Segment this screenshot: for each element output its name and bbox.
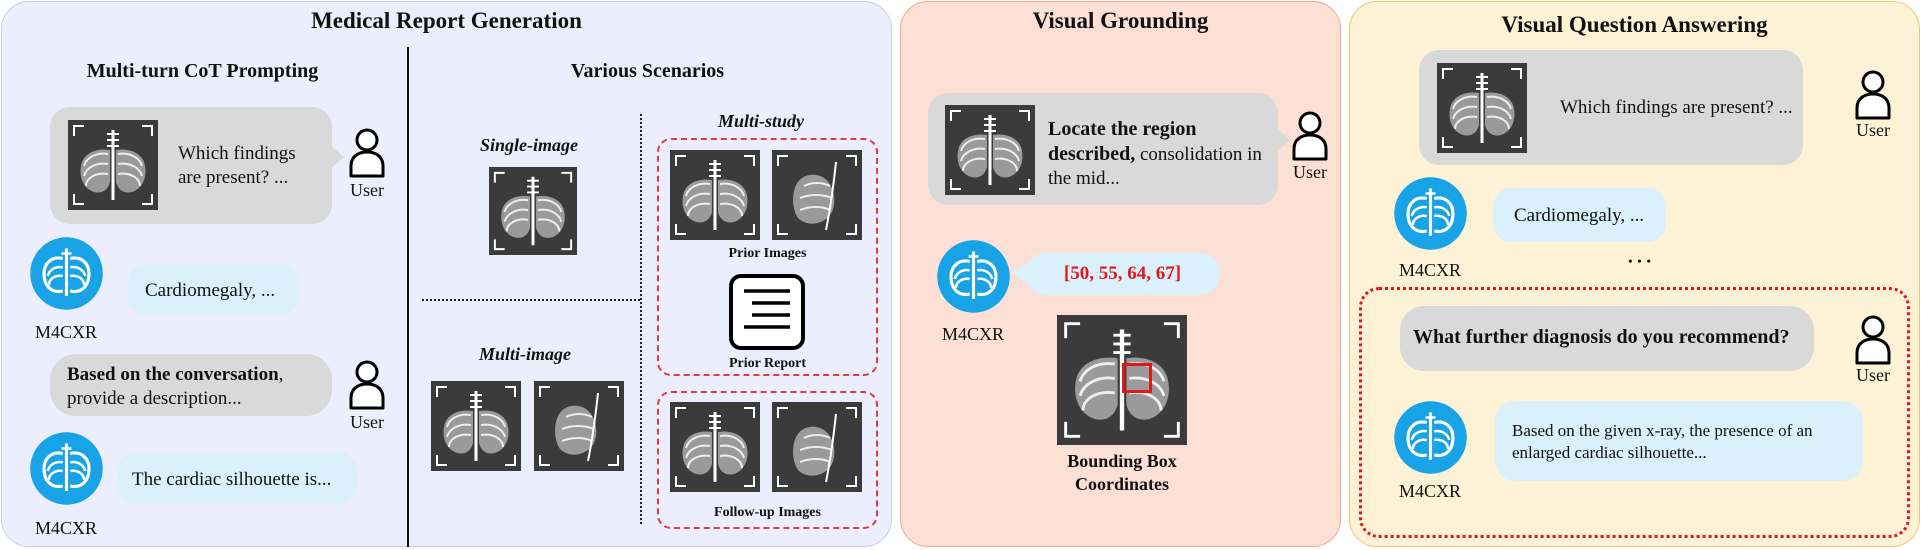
model-answer-text: Cardiomegaly, ... [1514,205,1645,226]
model-answer-text-2: The cardiac silhouette is... [132,469,332,490]
bbox-coordinates-text: [50, 55, 64, 67] [1063,263,1182,284]
followup-study-group [657,391,878,529]
section-divider [407,47,409,547]
chest-xray-image [431,381,521,471]
user-question-bubble-2 [1400,306,1814,371]
m4cxr-logo-icon [29,431,104,506]
prior-report-label: Prior Report [728,356,807,371]
user-icon [1853,315,1893,365]
model-label: M4CXR [1398,260,1461,280]
model-label: M4CXR [941,324,1004,344]
user-icon [1853,70,1893,120]
scenarios-title: Various Scenarios [570,60,725,82]
model-answer-bubble [1493,188,1666,242]
chest-xray-lateral-image [772,150,862,240]
chest-xray-image [1437,63,1527,153]
document-icon [729,274,805,350]
panel-title-mrg: Medical Report Generation [311,8,582,33]
followup-images-label: Follow-up Images [714,505,821,520]
chest-xray-lateral-image [534,381,624,471]
model-answer-bubble-2 [117,452,357,504]
chest-xray-image [670,402,760,492]
prior-study-group [657,138,878,376]
user-icon [347,360,387,410]
multi-study-label: Multi-study [718,111,805,131]
ellipsis-indicator: • • • [1628,254,1652,268]
model-label: M4CXR [34,322,97,342]
bubble-tail [330,145,344,169]
scenario-divider [422,299,640,301]
model-label: M4CXR [34,518,97,538]
panel-title-vqa: Visual Question Answering [1501,12,1768,37]
user-label: User [350,180,384,200]
highlighted-turn-group [1359,287,1910,538]
chest-xray-lateral-image [772,402,862,492]
user-label: User [1856,365,1890,385]
user-label: User [350,412,384,432]
grounding-query-text: Locate the region described, consolidati… [1048,118,1262,189]
model-label: M4CXR [1398,481,1461,501]
bounding-box [1122,363,1152,393]
m4cxr-logo-icon [1393,400,1468,475]
model-answer-bubble-2 [1495,401,1863,481]
multi-image-label: Multi-image [479,344,572,364]
user-icon [347,128,387,178]
bubble-tail [1276,128,1290,152]
bubble-tail [1012,263,1026,283]
user-icon [1290,111,1330,161]
user-question-text: Which findings are present? ... [1560,97,1793,118]
single-image-label: Single-image [480,135,578,155]
chest-xray-image [68,120,158,210]
user-label: User [1856,120,1890,140]
m4cxr-logo-icon [29,236,104,311]
model-answer-text-2: Based on the given x-ray, the presence o… [1512,421,1813,462]
m4cxr-logo-icon [1393,176,1468,251]
user-question-text-2: What further diagnosis do you recommend? [1413,326,1790,348]
chest-xray-image [945,105,1035,195]
prior-images-label: Prior Images [728,246,807,261]
user-label: User [1293,162,1327,182]
user-question-bubble-2 [50,354,332,416]
coordinates-bubble [1025,253,1220,295]
user-question-text-2: Based on the conversation, provide a des… [67,364,284,409]
chest-xray-image [488,167,578,255]
model-answer-bubble [128,264,298,316]
chest-xray-image [670,150,760,240]
model-answer-text: Cardiomegaly, ... [145,280,276,301]
m4cxr-logo-icon [936,239,1011,314]
user-question-text: Which findings are present? ... [178,143,296,188]
cot-title: Multi-turn CoT Prompting [86,60,319,82]
panel-title-vg: Visual Grounding [1032,8,1209,33]
scenario-divider [640,114,642,524]
